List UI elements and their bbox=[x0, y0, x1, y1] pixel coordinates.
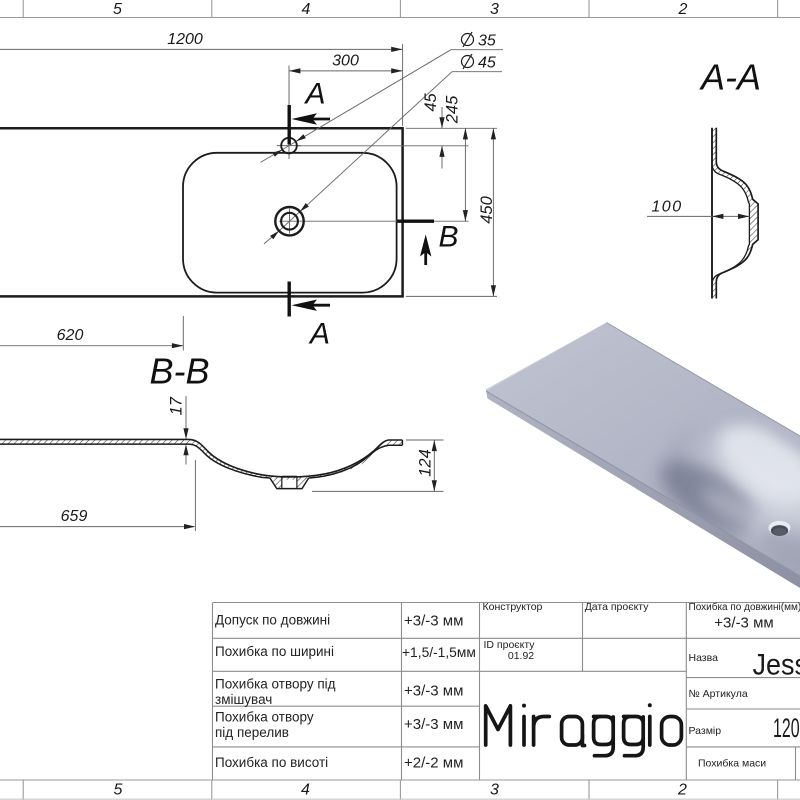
svg-text:+3/-3 мм: +3/-3 мм bbox=[404, 683, 463, 700]
svg-text:+2/-2 мм: +2/-2 мм bbox=[404, 755, 463, 772]
svg-text:3: 3 bbox=[490, 782, 499, 799]
svg-text:450: 450 bbox=[478, 195, 496, 223]
svg-text:змішувач: змішувач bbox=[215, 692, 272, 707]
svg-text:Похибка по ширині: Похибка по ширині bbox=[215, 644, 334, 659]
svg-text:659: 659 bbox=[61, 508, 88, 525]
svg-text:5: 5 bbox=[114, 782, 123, 799]
svg-text:+3/-3 мм: +3/-3 мм bbox=[404, 613, 463, 630]
svg-text:45: 45 bbox=[478, 55, 496, 72]
svg-text:100: 100 bbox=[651, 199, 682, 216]
svg-text:Похибка отвору під: Похибка отвору під bbox=[215, 677, 336, 692]
svg-text:2: 2 bbox=[677, 782, 687, 799]
svg-text:2: 2 bbox=[678, 1, 688, 18]
svg-text:300: 300 bbox=[332, 53, 359, 70]
svg-text:3: 3 bbox=[490, 1, 499, 18]
svg-text:Похибка маси: Похибка маси bbox=[698, 758, 766, 770]
svg-text:Размір: Размір bbox=[689, 725, 722, 737]
svg-text:A-A: A-A bbox=[699, 57, 761, 98]
svg-text:45: 45 bbox=[422, 93, 440, 112]
svg-text:ID проєкту: ID проєкту bbox=[484, 639, 536, 651]
svg-text:245: 245 bbox=[443, 95, 461, 124]
svg-text:35: 35 bbox=[478, 33, 496, 50]
svg-text:Похибка по довжині(мм): Похибка по довжині(мм) bbox=[689, 601, 800, 613]
svg-text:+3/-3 мм: +3/-3 мм bbox=[404, 716, 463, 733]
svg-text:Допуск по довжині: Допуск по довжині bbox=[215, 613, 330, 628]
svg-text:B-B: B-B bbox=[149, 351, 209, 392]
svg-text:4: 4 bbox=[301, 782, 310, 799]
svg-text:№ Артикула: № Артикула bbox=[689, 688, 748, 700]
svg-text:124: 124 bbox=[416, 449, 434, 477]
svg-text:+1,5/-1,5мм: +1,5/-1,5мм bbox=[402, 645, 476, 660]
svg-text:під перелив: під перелив bbox=[215, 725, 289, 740]
svg-text:1200x450: 1200x450 bbox=[773, 713, 800, 743]
svg-text:5: 5 bbox=[113, 1, 122, 18]
svg-text:17: 17 bbox=[167, 396, 185, 415]
svg-text:Назва: Назва bbox=[689, 652, 719, 664]
svg-text:Похибка отвору: Похибка отвору bbox=[215, 710, 314, 725]
svg-text:Конструктор: Конструктор bbox=[483, 601, 543, 613]
svg-text:620: 620 bbox=[57, 327, 84, 344]
svg-text:A: A bbox=[303, 78, 325, 111]
svg-text:+3/-3 мм: +3/-3 мм bbox=[714, 615, 773, 632]
svg-text:A: A bbox=[308, 318, 330, 351]
svg-text:1200: 1200 bbox=[167, 31, 203, 48]
svg-text:Jessica: Jessica bbox=[753, 649, 800, 682]
svg-text:4: 4 bbox=[302, 1, 311, 18]
svg-text:B: B bbox=[438, 221, 458, 254]
svg-text:Похибка по висоті: Похибка по висоті bbox=[215, 755, 328, 770]
svg-text:Дата проєкту: Дата проєкту bbox=[585, 601, 650, 613]
svg-text:01.92: 01.92 bbox=[508, 650, 534, 662]
